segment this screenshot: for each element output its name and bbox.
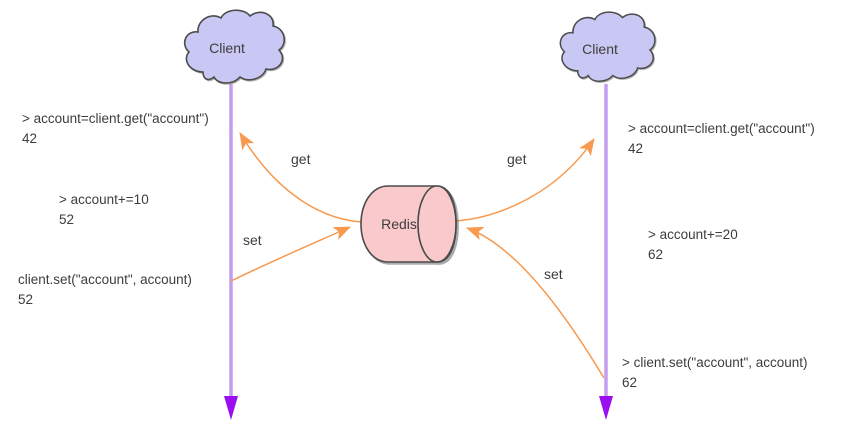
annotation-result: 52 xyxy=(59,212,75,227)
left-get-arrow xyxy=(239,132,362,223)
redis-cylinder xyxy=(360,185,457,263)
right-annotation-get: > account=client.get("account") 42 xyxy=(628,119,815,159)
right-timeline-arrowhead-icon xyxy=(599,396,613,420)
annotation-code: > account+=20 xyxy=(648,227,738,242)
annotation-code: > account+=10 xyxy=(59,192,149,207)
annotation-code: client.set("account", account) xyxy=(18,272,192,287)
left-annotation-incr: > account+=10 52 xyxy=(59,190,149,230)
left-timeline-arrowhead-icon xyxy=(224,396,238,420)
annotation-result: 52 xyxy=(18,292,34,307)
annotation-result: 62 xyxy=(622,375,638,390)
left-get-label: get xyxy=(291,151,311,167)
annotation-result: 42 xyxy=(628,141,644,156)
annotation-code: > account=client.get("account") xyxy=(22,111,209,126)
right-annotation-set: > client.set("account", account) 62 xyxy=(622,353,808,393)
right-annotation-incr: > account+=20 62 xyxy=(648,225,738,265)
annotation-code: > account=client.get("account") xyxy=(628,121,815,136)
left-client-cloud xyxy=(183,9,286,84)
right-get-label: get xyxy=(507,151,527,167)
annotation-result: 62 xyxy=(648,247,664,262)
left-set-label: set xyxy=(243,232,262,248)
redis-cylinder-cap xyxy=(417,185,457,263)
right-get-arrow xyxy=(455,138,595,222)
right-set-label: set xyxy=(544,266,563,282)
left-annotation-set: client.set("account", account) 52 xyxy=(18,270,192,310)
left-client-label: Client xyxy=(209,40,245,56)
annotation-code: > client.set("account", account) xyxy=(622,355,808,370)
right-client-cloud xyxy=(559,11,656,83)
right-set-arrow xyxy=(466,226,605,379)
left-set-arrow xyxy=(230,226,351,282)
redis-label: Redis xyxy=(381,216,417,232)
left-annotation-get: > account=client.get("account") 42 xyxy=(22,109,209,149)
right-client-label: Client xyxy=(582,41,618,57)
annotation-result: 42 xyxy=(22,131,38,146)
